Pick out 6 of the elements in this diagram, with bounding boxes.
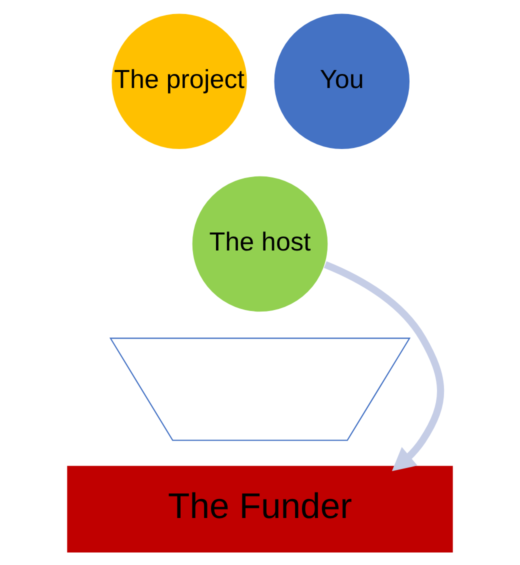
node-circle: You (273, 12, 411, 150)
node-funnel (109, 338, 411, 441)
node-box: The Funder (67, 466, 453, 552)
arrow (324, 261, 444, 472)
node-circle: The host (191, 175, 329, 313)
node-circle: The project (110, 12, 248, 150)
